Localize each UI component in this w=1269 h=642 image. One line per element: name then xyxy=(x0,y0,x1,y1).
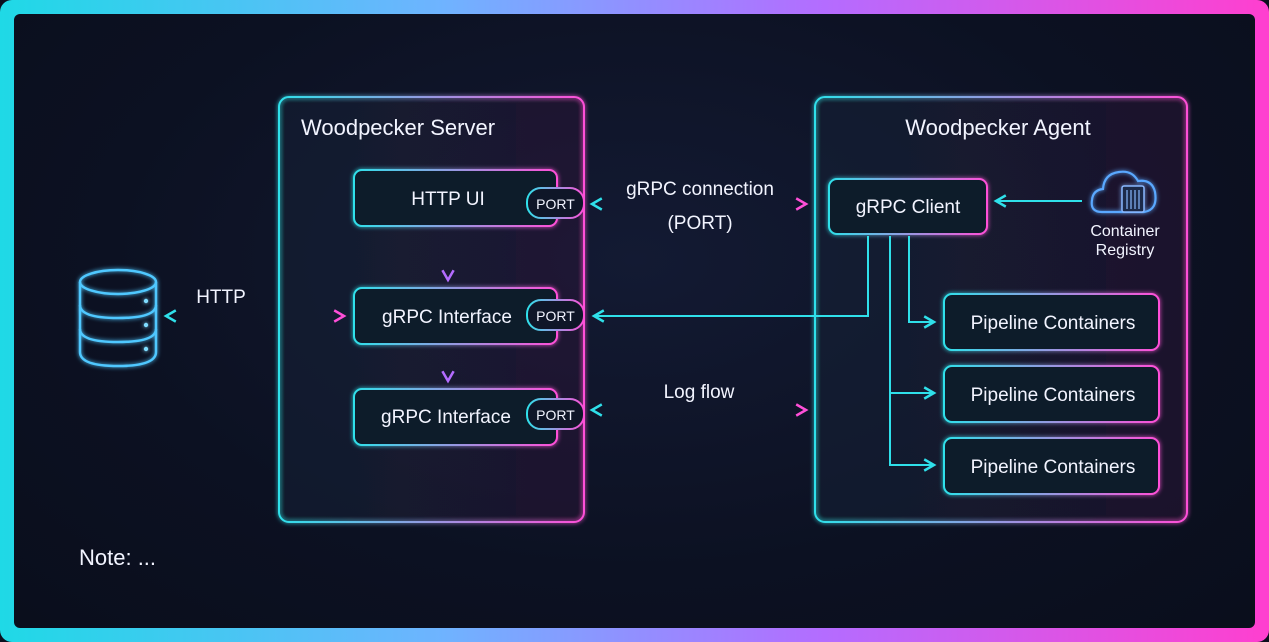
cloud-registry-icon xyxy=(1090,170,1157,214)
edge-grpc-connection-port-label: (PORT) xyxy=(667,213,732,234)
note-text: Note: ... xyxy=(79,545,156,570)
pipeline-container-box-2[interactable] xyxy=(943,365,1160,423)
grpc-interface-port-badge-2 xyxy=(526,398,585,430)
http-ui-port-badge xyxy=(526,187,585,219)
registry-label-line1: Container xyxy=(1090,223,1160,240)
pipeline-container-label-2: Pipeline Containers xyxy=(971,385,1136,406)
database-icon xyxy=(78,268,158,368)
http-ui-port-label: PORT xyxy=(536,196,575,212)
server-title: Woodpecker Server xyxy=(301,115,495,140)
woodpecker-server-group: Woodpecker Server HTTP UI PORT gRPC Inte… xyxy=(278,96,585,523)
edge-grpc-connection-label: gRPC connection xyxy=(626,179,774,200)
http-ui-label: HTTP UI xyxy=(411,189,485,210)
agent-title: Woodpecker Agent xyxy=(905,115,1091,140)
edge-log-flow-label: Log flow xyxy=(664,382,735,403)
edge-http-label: HTTP xyxy=(196,287,246,308)
woodpecker-agent-group: Woodpecker Agent gRPC Client Pipeline Co… xyxy=(814,96,1188,523)
grpc-client-box[interactable] xyxy=(828,178,988,235)
edge-client-to-grpc-interface xyxy=(591,236,869,323)
arrow-client-to-pipeline-3 xyxy=(889,236,937,472)
grpc-interface-port-label-1: PORT xyxy=(536,308,575,324)
grpc-interface-label-2: gRPC Interface xyxy=(381,407,511,428)
container-registry: Container Registry xyxy=(993,170,1160,259)
pipeline-container-box-3[interactable] xyxy=(943,437,1160,495)
pipeline-container-label-3: Pipeline Containers xyxy=(971,457,1136,478)
grpc-interface-port-label-2: PORT xyxy=(536,407,575,423)
grpc-interface-port-badge-1 xyxy=(526,299,585,331)
arrow-client-to-pipeline-1 xyxy=(908,236,937,329)
pipeline-container-box-1[interactable] xyxy=(943,293,1160,351)
registry-label-line2: Registry xyxy=(1096,242,1155,259)
grpc-interface-label-1: gRPC Interface xyxy=(382,307,512,328)
pipeline-container-label-1: Pipeline Containers xyxy=(971,313,1136,334)
grpc-client-label: gRPC Client xyxy=(856,197,961,218)
